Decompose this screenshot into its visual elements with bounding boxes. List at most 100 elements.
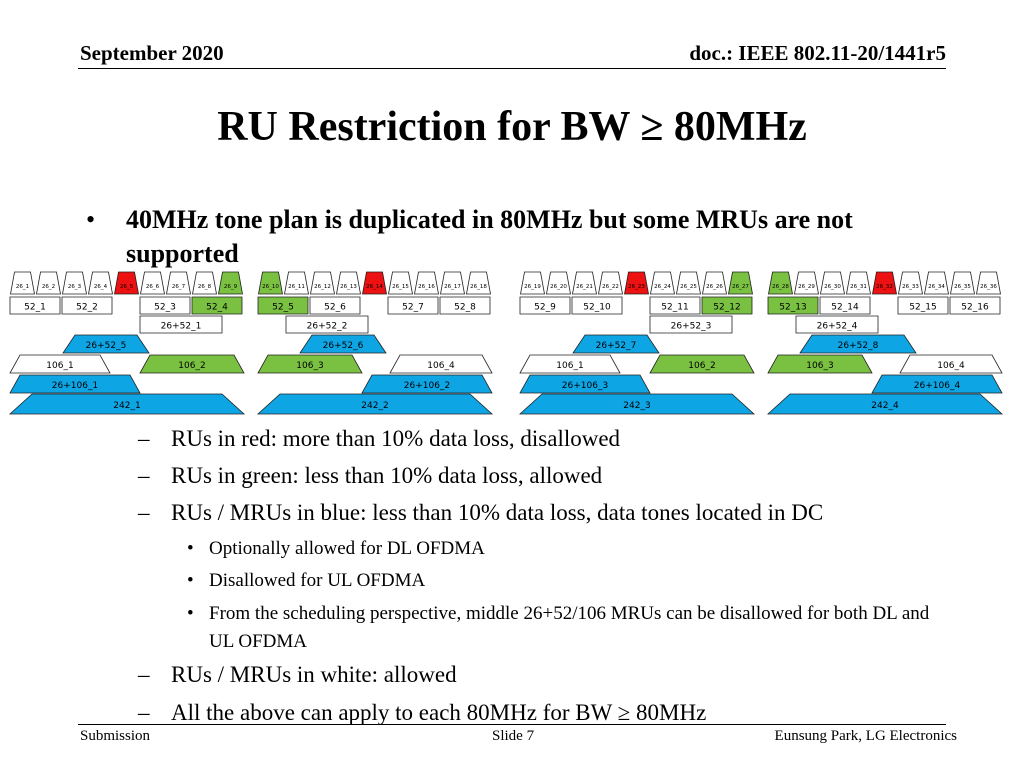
ru-label: 106_2	[178, 361, 205, 371]
subsub-text: From the scheduling perspective, middle …	[209, 603, 930, 652]
ru-26-tone: 26_24	[650, 271, 675, 295]
footer-rule	[78, 724, 946, 725]
ru-242-tone: 242_2	[256, 393, 494, 415]
bullet-marker: •	[187, 603, 194, 624]
ru-label: 26_26	[706, 284, 723, 290]
ru-label: 106_3	[806, 361, 833, 371]
ru-label: 52_13	[779, 303, 806, 313]
ru-26-tone: 26_12	[310, 271, 335, 295]
ru-label: 26_24	[654, 284, 671, 290]
ru-label: 26_9	[224, 284, 238, 290]
ru-label: 26_23	[628, 284, 645, 290]
footer-slide-number: Slide 7	[492, 728, 535, 744]
ru-label: 26_1	[16, 284, 29, 290]
ru-52-tone: 52_2	[61, 296, 113, 315]
ru-26-tone: 26_8	[192, 271, 217, 295]
mru-26-106: 26+106_4	[871, 374, 1003, 394]
mru-26-52-dc: 26+52_6	[299, 334, 387, 354]
ru-26-tone: 26_23	[624, 271, 649, 295]
subbullet-text: RUs / MRUs in white: allowed	[171, 662, 457, 687]
ru-26-tone: 26_3	[62, 271, 87, 295]
ru-52-tone: 52_3	[139, 296, 191, 315]
dash-marker: –	[138, 700, 150, 725]
ru-52-tone: 52_4	[191, 296, 243, 315]
ru-label: 26_14	[366, 284, 383, 290]
header-doc-id: doc.: IEEE 802.11-20/1441r5	[689, 41, 946, 65]
ru-26-tone: 26_2	[36, 271, 61, 295]
mru-26-52-dc: 26+52_8	[799, 334, 917, 354]
ru-label: 26_6	[146, 284, 160, 290]
ru-label: 26_4	[94, 284, 108, 290]
ru-52-tone: 52_10	[571, 296, 623, 315]
mru-26-106: 26+106_1	[9, 374, 141, 394]
ru-label: 26_2	[42, 284, 55, 290]
ru-26-tone: 26_31	[846, 271, 871, 295]
ru-label: 106_1	[46, 361, 73, 371]
ru-label: 26_28	[772, 284, 789, 290]
ru-label: 52_7	[402, 303, 424, 313]
ru-label: 26_32	[876, 284, 893, 290]
ru-label: 52_12	[713, 303, 740, 313]
ru-label: 26_10	[262, 284, 279, 290]
ru-26-tone: 26_32	[872, 271, 897, 295]
ru-26-tone: 26_1	[10, 271, 35, 295]
ru-26-tone: 26_13	[336, 271, 361, 295]
ru-label: 26+52_6	[323, 341, 364, 351]
ru-106-tone: 106_2	[139, 354, 245, 374]
ru-106-tone: 106_3	[767, 354, 873, 374]
ru-label: 52_14	[831, 303, 859, 313]
ru-52-tone: 52_7	[387, 296, 439, 315]
ru-106-tone: 106_3	[257, 354, 363, 374]
ru-label: 26_35	[954, 284, 971, 290]
ru-label: 242_2	[361, 401, 388, 411]
subbullet-text: RUs in red: more than 10% data loss, dis…	[171, 426, 621, 451]
ru-label: 242_4	[871, 401, 899, 411]
ru-label: 26_19	[524, 284, 541, 290]
ru-label: 106_2	[688, 361, 715, 371]
ru-label: 26_34	[928, 284, 945, 290]
ru-26-tone: 26_15	[388, 271, 413, 295]
ru-label: 52_11	[661, 303, 688, 313]
header-rule	[78, 68, 946, 69]
ru-52-tone: 52_8	[439, 296, 491, 315]
bullet-marker: •	[187, 538, 194, 559]
ru-26-tone: 26_25	[676, 271, 701, 295]
ru-label: 26_15	[392, 284, 409, 290]
ru-label: 106_4	[937, 361, 965, 371]
footer-submission: Submission	[80, 728, 151, 744]
ru-52-tone: 52_14	[819, 296, 871, 315]
ru-26-tone: 26_33	[898, 271, 923, 295]
ru-label: 52_9	[534, 303, 556, 313]
ru-52-tone: 52_9	[519, 296, 571, 315]
ru-label: 26_20	[550, 284, 567, 290]
ru-label: 26_8	[198, 284, 212, 290]
ru-26-tone: 26_36	[976, 271, 1001, 295]
ru-label: 26+106_2	[404, 381, 450, 391]
ru-label: 52_4	[206, 303, 228, 313]
ru-label: 106_3	[296, 361, 323, 371]
ru-106-tone: 106_1	[519, 354, 621, 374]
ru-52-tone: 52_12	[701, 296, 753, 315]
ru-26-tone: 26_27	[728, 271, 753, 295]
ru-label: 26_16	[418, 284, 435, 290]
dash-marker: –	[138, 463, 150, 488]
dash-marker: –	[138, 662, 150, 687]
ru-label: 26_33	[902, 284, 919, 290]
mru-26-52: 26+52_2	[285, 315, 369, 334]
ru-label: 26_29	[798, 284, 815, 290]
ru-52-tone: 52_16	[949, 296, 1001, 315]
ru-label: 26_27	[732, 284, 749, 290]
ru-label: 106_1	[556, 361, 583, 371]
ru-label: 242_3	[623, 401, 650, 411]
ru-26-tone: 26_6	[140, 271, 165, 295]
ru-26-tone: 26_11	[284, 271, 309, 295]
ru-106-tone: 106_2	[649, 354, 755, 374]
ru-label: 26+52_7	[596, 341, 637, 351]
mru-26-52: 26+52_4	[795, 315, 879, 334]
ru-label: 26_11	[288, 284, 305, 290]
ru-26-tone: 26_20	[546, 271, 571, 295]
ru-52-tone: 52_5	[257, 296, 309, 315]
ru-label: 26_5	[120, 284, 134, 290]
ru-242-tone: 242_1	[8, 393, 246, 415]
ru-52-tone: 52_13	[767, 296, 819, 315]
